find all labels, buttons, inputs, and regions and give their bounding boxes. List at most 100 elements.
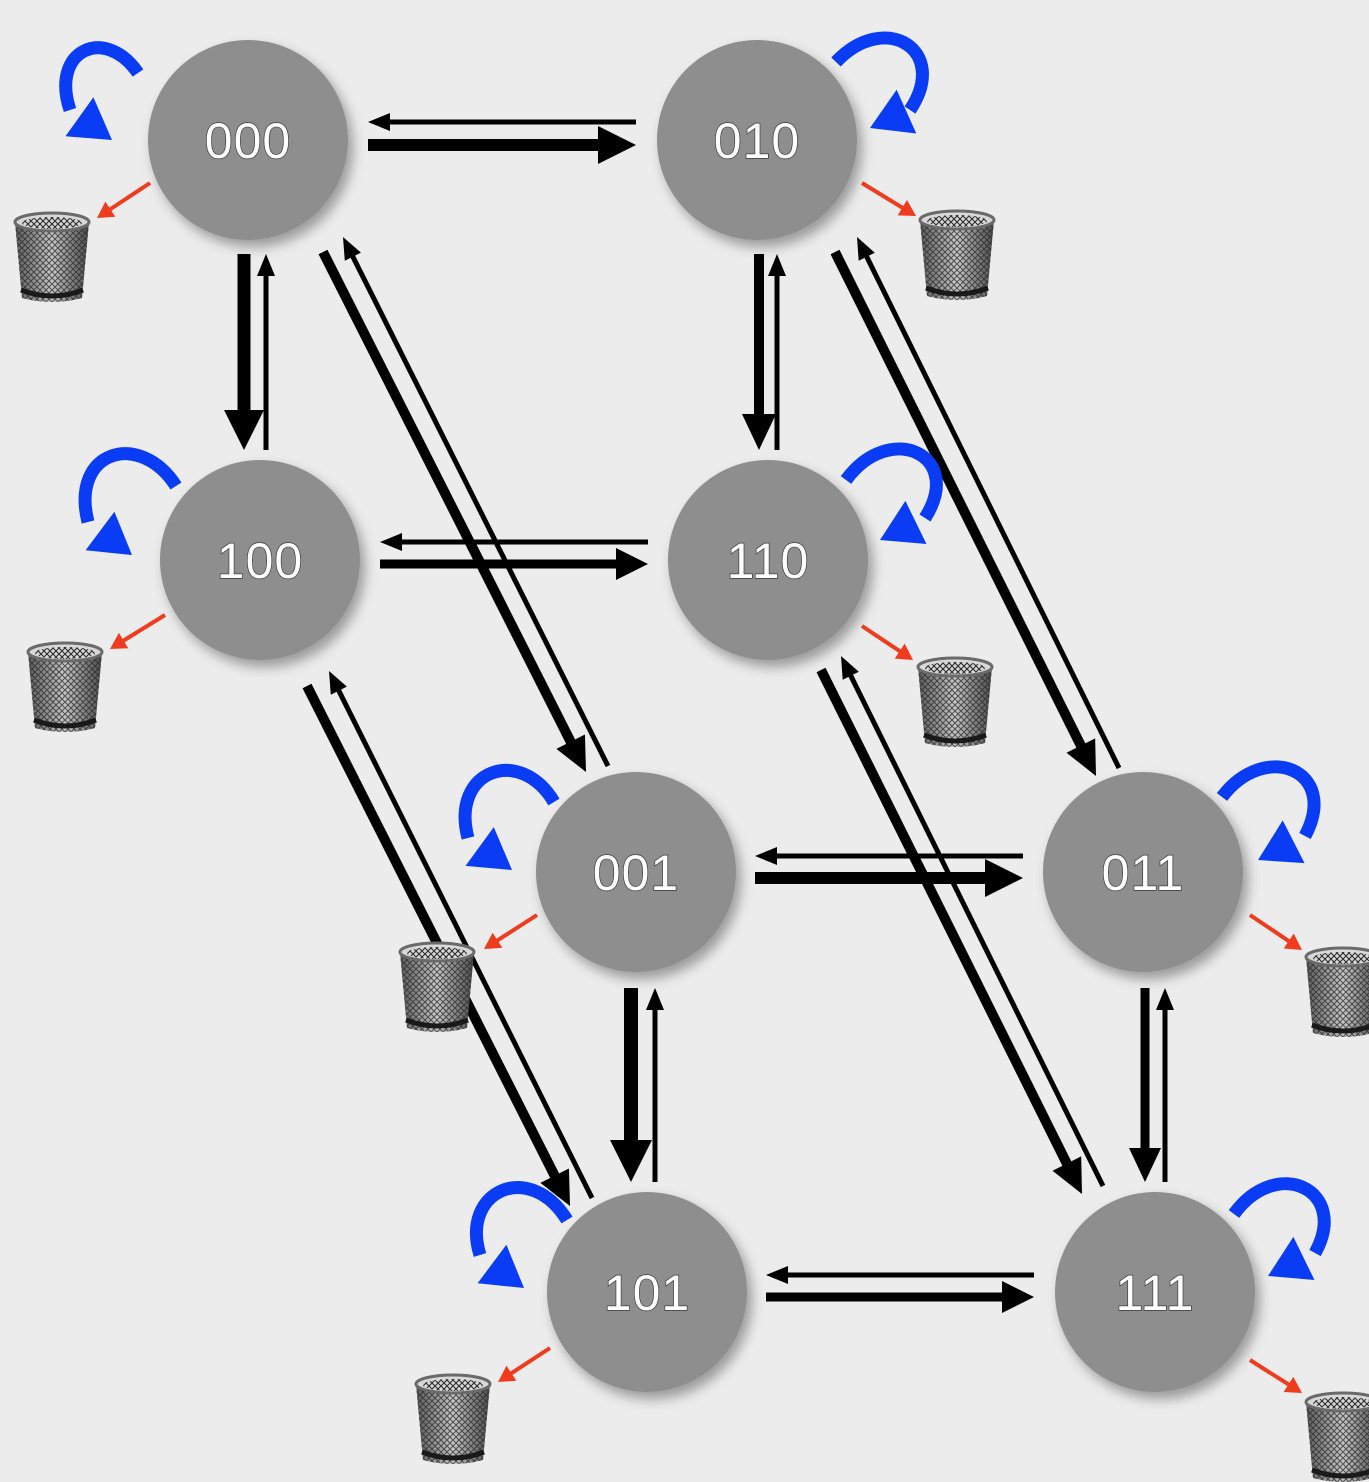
self-loop-arrow (1228, 1177, 1331, 1280)
transition-arrow-head (343, 237, 361, 261)
self-loop-arrow (840, 442, 943, 544)
self-loop-arrow (458, 763, 560, 870)
state-label: 111 (1115, 1265, 1194, 1321)
self-loop-head (85, 511, 132, 555)
transition-arrow-head (616, 548, 648, 580)
decay-arrow (110, 613, 167, 649)
state-label: 010 (714, 113, 800, 169)
transition-arrow-shaft (863, 252, 1122, 770)
self-loops (59, 31, 1331, 1288)
transition-arrow-head (598, 126, 636, 164)
decay-arrow-head (484, 932, 503, 949)
transition-arrow (224, 254, 264, 450)
transition-arrow (302, 683, 570, 1206)
decay-arrow-head (1283, 1376, 1302, 1393)
decay-arrow (860, 624, 913, 660)
self-loop-head (870, 89, 917, 134)
self-loop-curve (59, 41, 144, 113)
transition-arrow-head (646, 988, 664, 1010)
transition-arrow (318, 249, 586, 772)
transition-arrow-shaft (847, 671, 1106, 1188)
self-loop-head (880, 500, 927, 544)
transition-arrow-shaft (349, 252, 611, 768)
transition-arrow-shaft (830, 249, 1088, 753)
transition-arrow (329, 671, 595, 1200)
trash-can-icon (15, 213, 89, 302)
decay-arrow-head (97, 201, 116, 218)
transition-arrow-head (329, 671, 347, 695)
transition-arrow-head (368, 113, 390, 131)
transition-arrow (766, 1266, 1034, 1284)
transition-arrow (816, 667, 1082, 1194)
transition-arrow-head (768, 254, 786, 276)
transition-arrow-head (380, 533, 402, 551)
state-node-110: 110 (668, 460, 868, 660)
transition-arrow-head (1052, 1156, 1082, 1194)
decay-arrow-head (498, 1365, 517, 1382)
trash-can-icon (416, 1375, 490, 1464)
self-loop-curve (78, 447, 182, 524)
decay-arrow-head (894, 643, 913, 660)
decay-arrow (860, 181, 916, 216)
decay-arrow (1248, 1358, 1302, 1393)
trash-can-icon (1306, 948, 1369, 1037)
decay-arrow-shaft (107, 181, 152, 213)
state-node-010: 010 (657, 40, 857, 240)
transition-arrow (766, 1281, 1034, 1313)
decay-arrow-shaft (1248, 913, 1292, 945)
self-loop-curve (1228, 1177, 1331, 1257)
transition-arrow-head (857, 237, 875, 261)
transition-arrow (742, 254, 776, 450)
transition-arrow-shaft (302, 683, 562, 1183)
transition-arrow (610, 988, 652, 1182)
transition-arrows (224, 113, 1174, 1313)
self-loop-head (465, 827, 512, 870)
transition-arrow-head (1129, 1148, 1161, 1182)
transition-arrow (841, 656, 1106, 1188)
transition-arrow (755, 859, 1023, 897)
self-loop-curve (831, 31, 929, 114)
self-loop-head (1258, 820, 1305, 864)
self-loop-arrow (470, 1181, 573, 1288)
decay-arrow (97, 181, 152, 218)
self-loop-head (477, 1244, 524, 1288)
decay-arrow (1248, 913, 1302, 950)
transition-arrow-head (556, 734, 586, 772)
decay-arrow (498, 1346, 552, 1382)
transition-arrow (368, 126, 636, 164)
decay-arrow-shaft (1248, 1358, 1292, 1388)
self-loop-head (65, 97, 112, 140)
transition-arrow-head (742, 414, 776, 450)
self-loop-head (1268, 1236, 1315, 1280)
decay-arrow-shaft (860, 624, 903, 655)
decay-arrow-shaft (860, 181, 906, 211)
transition-arrow-head (540, 1168, 570, 1206)
transition-arrow-head (755, 847, 777, 865)
state-label: 011 (1102, 845, 1185, 901)
self-loop-curve (1216, 760, 1321, 840)
trash-can-icon (1306, 1393, 1369, 1482)
self-loop-arrow (831, 31, 929, 134)
decay-arrows (97, 181, 1302, 1393)
state-label: 001 (593, 845, 679, 901)
transition-arrow-shaft (335, 686, 595, 1200)
self-loop-arrow (59, 41, 144, 140)
decay-arrow-shaft (120, 613, 167, 644)
decay-arrow-head (110, 632, 129, 649)
trash-can-icon (400, 943, 474, 1032)
transition-arrow-head (985, 859, 1023, 897)
state-label: 100 (217, 533, 303, 589)
decay-arrow-shaft (494, 913, 539, 944)
decay-arrow-head (1283, 933, 1302, 950)
decay-arrow-shaft (508, 1346, 552, 1377)
self-loop-arrow (1216, 760, 1321, 864)
transition-arrow-head (257, 254, 275, 276)
transition-arrow (380, 533, 648, 551)
self-loop-curve (840, 442, 943, 522)
state-node-111: 111 (1055, 1192, 1255, 1392)
transition-arrow (768, 254, 786, 450)
decay-arrow-head (897, 199, 916, 216)
state-node-000: 000 (148, 40, 348, 240)
transition-arrow-head (1156, 988, 1174, 1010)
